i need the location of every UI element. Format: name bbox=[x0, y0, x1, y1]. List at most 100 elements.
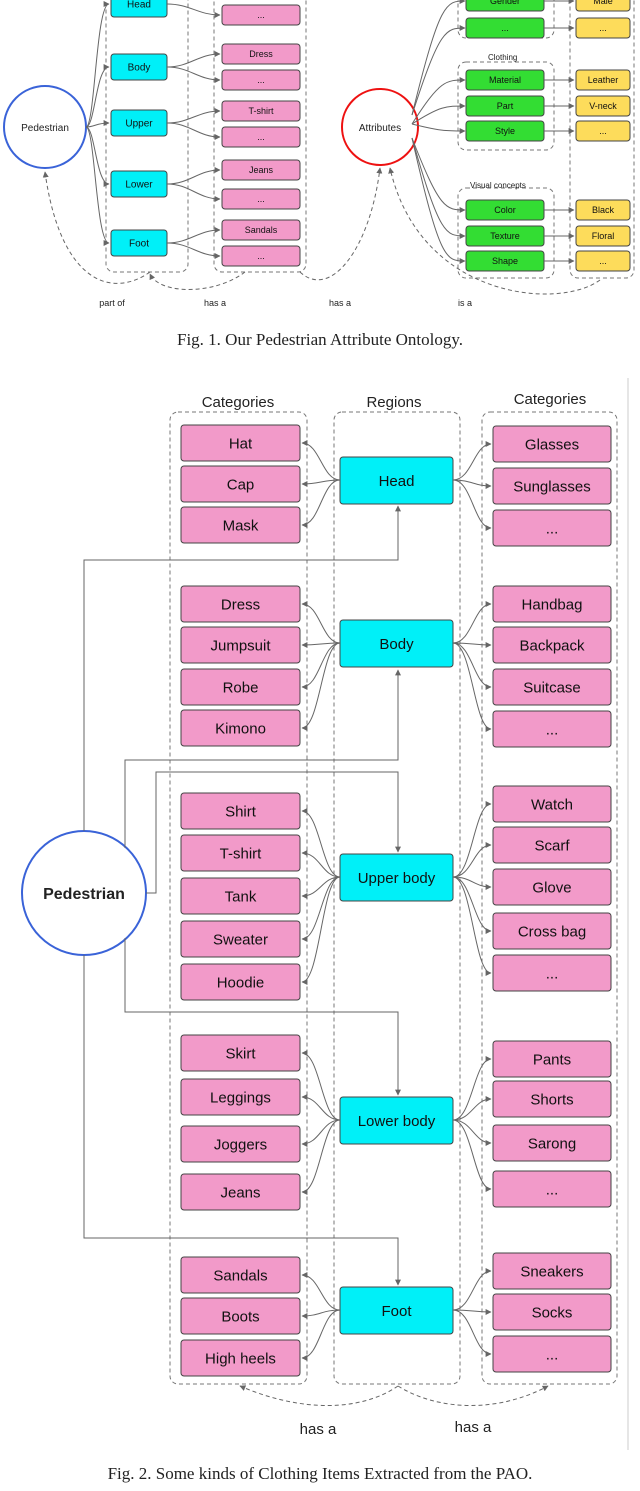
fig2-left-lower-leggings: Leggings bbox=[180, 1078, 301, 1116]
fig2-relation-has-a-right: has a bbox=[455, 1419, 492, 1436]
fig2-arrow-body-left-3 bbox=[301, 642, 341, 731]
fig2-right-lower-shorts-shape bbox=[492, 1080, 612, 1118]
fig2-left-foot-sandals-shape bbox=[180, 1256, 301, 1294]
fig2-arrow-ped-foot bbox=[83, 955, 401, 1286]
fig2-arrow-body-right-1 bbox=[452, 641, 492, 648]
fig2-left-head-mask: Mask bbox=[180, 506, 301, 544]
fig2-right-lower-sarong-shape bbox=[492, 1124, 612, 1162]
fig2-arrow-lower-left-0 bbox=[301, 1050, 341, 1121]
fig2-left-foot-boots-label: Boots bbox=[221, 1308, 259, 1325]
fig2-arrow-lower-right-1 bbox=[452, 1096, 492, 1121]
fig1-value-4-ellipsis-label: ... bbox=[599, 126, 607, 136]
fig2-right-body-handbag-label: Handbag bbox=[522, 596, 583, 613]
fig1-attr-style-label: Style bbox=[495, 126, 515, 136]
fig1-item-3-t-shirt-shape bbox=[221, 100, 301, 122]
fig1-value-7-ellipsis-label: ... bbox=[599, 256, 607, 266]
fig1-value-4-ellipsis-shape bbox=[575, 120, 631, 142]
fig1-value-3-v-neck: V-neck bbox=[575, 95, 631, 117]
fig1-relation-is-a: is a bbox=[458, 298, 472, 308]
fig2-left-lower-joggers-label: Joggers bbox=[214, 1136, 267, 1153]
fig2-right-frame bbox=[481, 411, 618, 1385]
fig2-right-body-backpack: Backpack bbox=[492, 626, 612, 664]
fig1-item-1-dress-shape bbox=[221, 43, 301, 65]
fig2-left-body-jumpsuit: Jumpsuit bbox=[180, 626, 301, 664]
fig2-left-lower-skirt-label: Skirt bbox=[226, 1045, 257, 1062]
fig2-arrow-ped-head bbox=[83, 505, 401, 831]
fig2-left-head-mask-label: Mask bbox=[223, 517, 259, 534]
fig2-left-head-hat-shape bbox=[180, 424, 301, 462]
fig1-regions-frame bbox=[105, 0, 189, 273]
fig1-attributes-label: Attributes bbox=[359, 123, 401, 134]
fig1-relation-part-of: part of bbox=[99, 298, 125, 308]
fig2-region-head: Head bbox=[339, 456, 454, 505]
fig2-arrow-head-left-2 bbox=[301, 479, 341, 528]
fig2-right-lower-pants-shape bbox=[492, 1040, 612, 1078]
fig2-right-foot-ellipsis-2-shape bbox=[492, 1335, 612, 1373]
fig2-right-body-handbag-shape bbox=[492, 585, 612, 623]
fig2-right-head-sunglasses-shape bbox=[492, 467, 612, 505]
fig2-left-foot-sandals-label: Sandals bbox=[213, 1267, 267, 1284]
fig2-right-upper-watch-label: Watch bbox=[531, 796, 573, 813]
fig2-right-body-backpack-label: Backpack bbox=[519, 637, 585, 654]
fig1-attr-material-label: Material bbox=[489, 75, 521, 85]
fig2-right-body-suitcase: Suitcase bbox=[492, 668, 612, 706]
fig1-arrow-region-2-item-4 bbox=[166, 122, 221, 140]
fig1-arrow-region-2-item-3 bbox=[166, 108, 221, 124]
fig2-left-upper-sweater: Sweater bbox=[180, 920, 301, 958]
fig1-item-5-jeans: Jeans bbox=[221, 159, 301, 181]
fig2-right-foot-socks-label: Socks bbox=[532, 1304, 573, 1321]
fig2-left-upper-tank: Tank bbox=[180, 877, 301, 915]
fig2-right-upper-ellipsis-4: ... bbox=[492, 954, 612, 992]
fig1-arrow-region-4-item-8 bbox=[166, 242, 221, 259]
fig2-right-foot-sneakers-shape bbox=[492, 1252, 612, 1290]
fig1-group-clothing-label: Clothing bbox=[488, 53, 517, 62]
fig1-value-1-ellipsis-label: ... bbox=[599, 23, 607, 33]
fig2-left-upper-t-shirt: T-shirt bbox=[180, 834, 301, 872]
fig1-value-3-v-neck-label: V-neck bbox=[589, 101, 617, 111]
fig2-arrow-foot-left-1 bbox=[301, 1309, 341, 1319]
fig1-values-frame bbox=[569, 0, 635, 279]
fig1-attr-gender-0-label: Gender bbox=[490, 0, 520, 6]
fig1-attr-gender-0: Gender bbox=[465, 0, 545, 12]
fig1-arrow-ped-foot bbox=[85, 126, 110, 246]
fig2-arrow-lower-left-3 bbox=[301, 1119, 341, 1195]
fig1-arrow-region-0-item-0 bbox=[166, 3, 221, 18]
fig1-visual-frame bbox=[457, 187, 555, 279]
fig2-left-upper-shirt-shape bbox=[180, 792, 301, 830]
fig2-arrow-foot-right-1 bbox=[452, 1308, 492, 1315]
fig2-right-lower-ellipsis-3: ... bbox=[492, 1170, 612, 1208]
fig1-item-7-sandals: Sandals bbox=[221, 219, 301, 241]
fig1-relation-has-a-1: has a bbox=[204, 298, 226, 308]
fig2-right-lower-pants: Pants bbox=[492, 1040, 612, 1078]
fig2-right-upper-scarf-shape bbox=[492, 826, 612, 864]
fig2-arrow-upper-right-0 bbox=[452, 801, 492, 878]
fig2-region-body: Body bbox=[339, 619, 454, 668]
fig1-arc-has-a-2 bbox=[299, 167, 383, 281]
fig1-value-7-ellipsis-shape bbox=[575, 250, 631, 272]
fig2-left-body-kimono: Kimono bbox=[180, 709, 301, 747]
fig2-region-upper-body: Upper body bbox=[339, 853, 454, 902]
fig2-region-upper-body-label: Upper body bbox=[358, 870, 436, 887]
fig2-arrow-upper-right-3 bbox=[452, 876, 492, 934]
fig2-right-body-ellipsis-3-shape bbox=[492, 710, 612, 748]
fig1-arrow-attr-5 bbox=[411, 137, 466, 213]
fig1-region-head-label: Head bbox=[127, 0, 151, 11]
fig1-item-0-ellipsis-shape bbox=[221, 4, 301, 26]
fig2-arrow-head-right-1 bbox=[452, 479, 492, 489]
fig1-arc-is-a bbox=[388, 167, 601, 295]
fig1-item-1-dress: Dress bbox=[221, 43, 301, 65]
fig2-right-upper-scarf-label: Scarf bbox=[534, 837, 570, 854]
fig1-arrow-region-4-item-7 bbox=[166, 227, 221, 244]
fig1-arrow-attr-2 bbox=[411, 77, 466, 125]
fig2-right-upper-ellipsis-4-label: ... bbox=[546, 965, 559, 982]
fig1-arc-part-of bbox=[42, 171, 151, 284]
fig1-value-2-leather: Leather bbox=[575, 69, 631, 91]
fig1-arrow-attr-0 bbox=[411, 0, 466, 116]
fig1-attr-part: Part bbox=[465, 95, 545, 117]
fig1-item-2-ellipsis-shape bbox=[221, 69, 301, 91]
fig2-arrow-upper-right-4 bbox=[452, 876, 492, 976]
fig2-left-body-dress-label: Dress bbox=[221, 596, 260, 613]
fig1-attr-color: Color bbox=[465, 199, 545, 221]
fig2-region-lower-body-label: Lower body bbox=[358, 1113, 436, 1130]
fig2-arrow-foot-left-0 bbox=[301, 1272, 341, 1311]
